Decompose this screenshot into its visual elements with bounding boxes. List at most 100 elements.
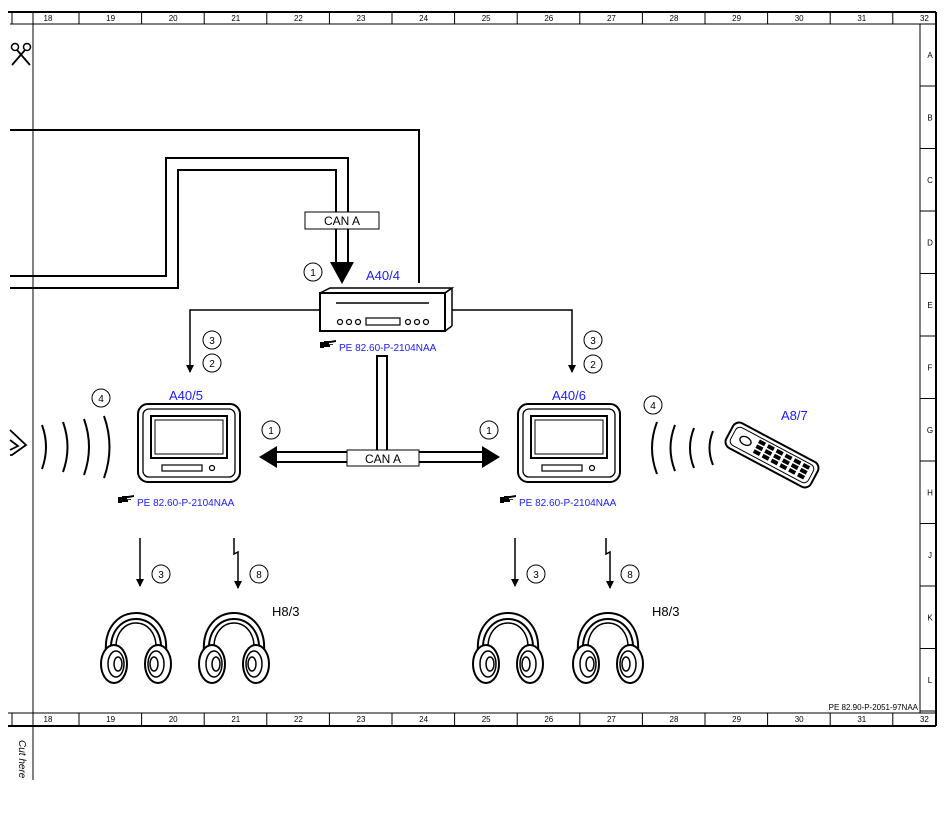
svg-text:4: 4 [650, 401, 656, 412]
ruler-column-label: 28 [670, 14, 679, 23]
svg-text:3: 3 [158, 570, 164, 581]
wireless-waves-icon [41, 415, 111, 479]
ruler-row-label: C [927, 176, 933, 185]
ruler-column-label: 30 [795, 715, 804, 724]
can-a-top-label: CAN A [324, 214, 360, 228]
callout-bus-right-1: 1 [479, 420, 499, 440]
ruler-column-label: 22 [294, 715, 303, 724]
pointing-hand-icon [118, 495, 134, 503]
ruler-column-label: 27 [607, 14, 616, 23]
headphones-left-label: H8/3 [272, 604, 299, 619]
sheet-frame [8, 11, 937, 780]
ruler-column-label: 21 [231, 14, 240, 23]
ruler-row-label: A [927, 51, 933, 60]
left-reference: PE 82.60-P-2104NAA [137, 498, 235, 509]
svg-text:4: 4 [98, 394, 104, 405]
ruler-column-label: 19 [106, 715, 115, 724]
ruler-column-label: 32 [920, 14, 929, 23]
pointing-hand-icon [500, 495, 516, 503]
ruler-row-label: B [927, 114, 932, 123]
sheet-reference: PE 82.90-P-2051-97NAA [829, 703, 919, 712]
can-a-mid-bus: CAN A [259, 355, 500, 468]
ruler-column-label: 21 [231, 715, 240, 724]
ruler-column-label: 31 [857, 14, 866, 23]
can-a-mid-label: CAN A [365, 452, 401, 466]
ruler-column-label: 20 [169, 14, 178, 23]
ruler-column-label: 32 [920, 715, 929, 724]
ruler-column-label: 18 [44, 14, 53, 23]
callout-right-3: 3 [583, 330, 603, 350]
ruler-column-label: 31 [857, 715, 866, 724]
headphones-icon [100, 612, 172, 684]
headphones-icon [198, 612, 270, 684]
callout-left-2: 2 [202, 353, 222, 373]
ruler-column-label: 30 [795, 14, 804, 23]
svg-text:8: 8 [256, 570, 262, 581]
headphones-right-label: H8/3 [652, 604, 679, 619]
can-a-arrow-down [330, 262, 354, 284]
right-headphone-links [511, 538, 614, 589]
ruler-row-label: G [927, 426, 933, 435]
remote-label: A8/7 [781, 408, 808, 423]
ruler-rows: A B C D E F G H J K L [927, 51, 933, 685]
svg-text:2: 2 [590, 360, 596, 371]
callout-left-hp-3: 3 [151, 564, 171, 584]
headphones-icon [572, 612, 644, 684]
callout-right-2: 2 [583, 354, 603, 374]
ruler-row-label: L [928, 676, 933, 685]
ruler-row-label: E [927, 301, 932, 310]
callout-bus-left-1: 1 [261, 420, 281, 440]
ruler-row-label: F [928, 364, 933, 373]
ruler-row-label: H [927, 489, 933, 498]
svg-text:1: 1 [486, 426, 492, 437]
callout-right-hp-8: 8 [620, 564, 640, 584]
ruler-column-label: 29 [732, 14, 741, 23]
pointing-hand-icon [320, 340, 336, 348]
svg-text:3: 3 [533, 570, 539, 581]
svg-text:3: 3 [209, 336, 215, 347]
ruler-columns-top: 18 19 20 21 22 23 24 25 26 27 28 29 30 31 32 [44, 14, 930, 23]
left-display-label: A40/5 [169, 388, 203, 403]
right-reference: PE 82.60-P-2104NAA [519, 498, 617, 509]
ruler-column-label: 26 [544, 14, 553, 23]
ruler-column-label: 18 [44, 715, 53, 724]
ruler-column-label: 24 [419, 715, 428, 724]
left-headphone-links [136, 538, 242, 589]
svg-text:2: 2 [209, 359, 215, 370]
right-display-a40-6 [517, 403, 621, 483]
center-reference: PE 82.60-P-2104NAA [339, 343, 437, 354]
ruler-column-label: 19 [106, 14, 115, 23]
ruler-column-label: 29 [732, 715, 741, 724]
ruler-column-label: 26 [544, 715, 553, 724]
ruler-row-label: D [927, 239, 933, 248]
cut-here-note: Cut here [16, 740, 27, 779]
callout-left-4: 4 [91, 388, 111, 408]
ruler-column-label: 23 [357, 715, 366, 724]
center-unit-label: A40/4 [366, 268, 400, 283]
ruler-column-label: 20 [169, 715, 178, 724]
right-display-label: A40/6 [552, 388, 586, 403]
callout-left-3: 3 [202, 330, 222, 350]
callout-left-hp-8: 8 [249, 564, 269, 584]
ruler-column-label: 25 [482, 14, 491, 23]
svg-text:8: 8 [627, 570, 633, 581]
ruler-column-label: 24 [419, 14, 428, 23]
ruler-column-label: 27 [607, 715, 616, 724]
scissors-icon [10, 42, 32, 66]
ruler-row-label: K [927, 614, 933, 623]
wireless-waves-icon [651, 421, 714, 475]
left-display-a40-5 [137, 403, 241, 483]
svg-text:3: 3 [590, 336, 596, 347]
ruler-column-label: 22 [294, 14, 303, 23]
center-unit-a40-4 [319, 287, 455, 332]
incoming-wires [10, 129, 420, 289]
remote-control-icon [724, 421, 820, 489]
ruler-row-label: J [928, 551, 932, 560]
center-to-displays-wires [186, 309, 576, 373]
callout-center-1: 1 [303, 262, 323, 282]
callout-right-4: 4 [643, 395, 663, 415]
ruler-column-label: 23 [357, 14, 366, 23]
ruler-column-label: 28 [670, 715, 679, 724]
